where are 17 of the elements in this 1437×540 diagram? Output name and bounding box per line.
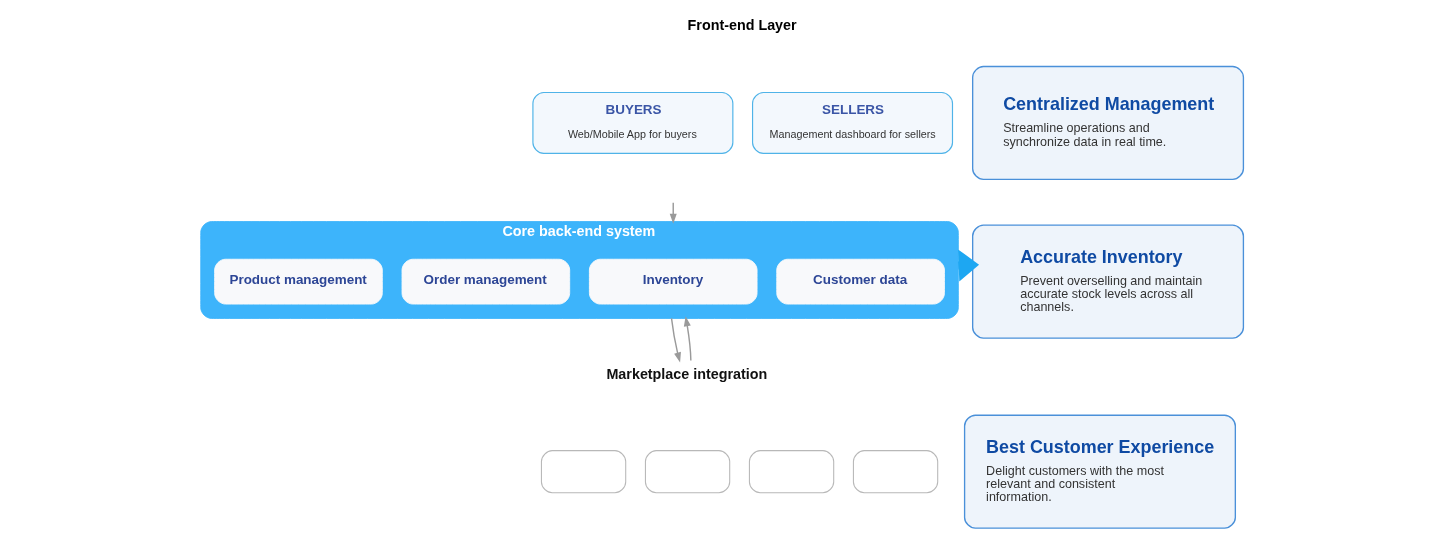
node-box: Best Customer Experience Delight customers with the most relevant and consistent information. [963, 414, 1236, 529]
arrow [670, 317, 681, 363]
node-box: SELLERS Management dashboard for sellers [752, 91, 954, 155]
arrow [683, 316, 692, 362]
node-box: Centralized Management Streamline operations and synchronize data in real time. [972, 65, 1245, 181]
node-box [748, 450, 835, 494]
node-box: Product management [214, 258, 383, 305]
node-box [540, 450, 627, 494]
node-box: Accurate Inventory Prevent overselling and maintain accurate stock levels across all channels. [972, 224, 1245, 339]
node-box: Order management [401, 258, 571, 305]
label: Front-end Layer [687, 17, 797, 34]
node-box: Inventory [588, 258, 758, 305]
node-box: Customer data [776, 258, 945, 305]
node-box [644, 450, 731, 494]
node-text: Marketplace integration [606, 366, 768, 383]
node-box: BUYERS Web/Mobile App for buyers [532, 91, 734, 155]
node-box [852, 450, 939, 494]
